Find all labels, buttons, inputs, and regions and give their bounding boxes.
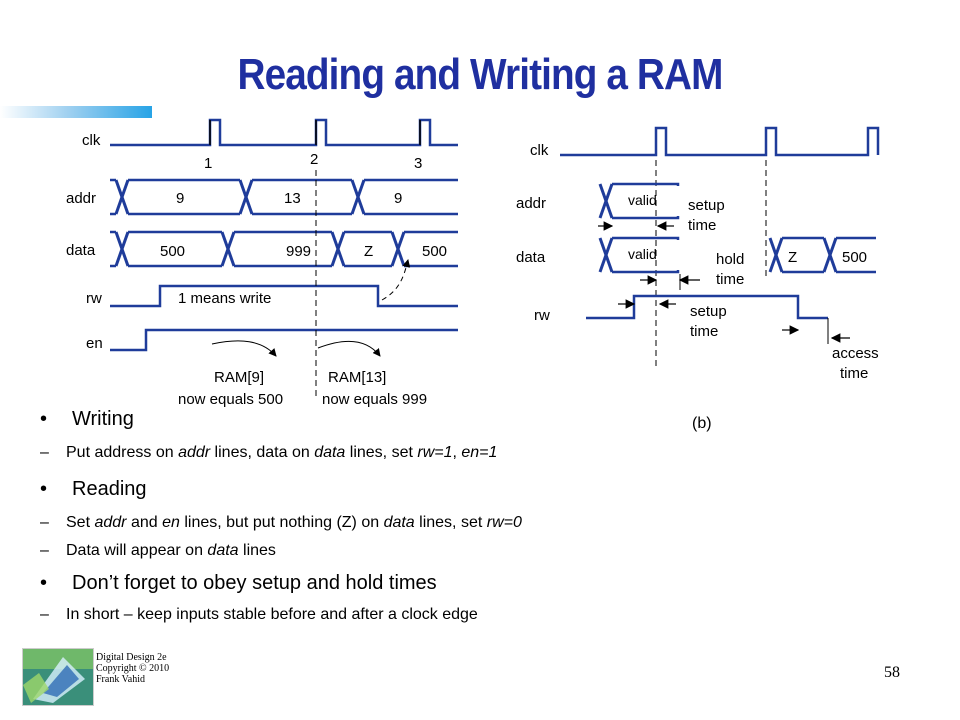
right-data-bus (612, 236, 876, 274)
text-run: lines, data on (210, 444, 315, 461)
text-run: Data will appear on (66, 542, 208, 559)
sub-bullet-text: In short – keep inputs stable before and… (66, 606, 478, 624)
left-label-rw: rw (86, 290, 102, 307)
footer-credits: Digital Design 2e Copyright © 2010 Frank… (96, 652, 169, 685)
text-run: Set (66, 514, 95, 531)
left-addr-value-1: 9 (176, 190, 184, 207)
left-data-value-1: 500 (160, 243, 185, 260)
book-cover-logo (22, 648, 94, 706)
left-rw-to-data-arrow (381, 259, 411, 301)
right-timing-diagram: clk addr data rw valid valid (516, 126, 880, 382)
right-label-data: data (516, 249, 546, 266)
text-run: lines, set (414, 514, 487, 531)
title-accent-bar (0, 106, 152, 118)
bullet-text: Reading (72, 478, 147, 500)
right-addr-crossing (598, 183, 614, 219)
italic-term: en=1 (461, 444, 498, 461)
page-number: 58 (884, 664, 900, 681)
left-edge-label-2: 2 (310, 151, 318, 168)
right-timing-arrows (598, 221, 850, 343)
left-addr-value-3: 9 (394, 190, 402, 207)
text-run: lines (238, 542, 276, 559)
right-access-time-a: access (832, 345, 879, 362)
left-addr-bus (110, 178, 458, 216)
italic-term: data (383, 514, 415, 531)
left-data-value-4: 500 (422, 243, 447, 260)
text-run: , (452, 444, 462, 461)
text-run: and (126, 514, 163, 531)
left-rw-note: 1 means write (178, 290, 271, 307)
right-setup-time-2-a: setup (690, 303, 727, 320)
left-timing-diagram: clk addr data rw en 1 2 3 9 13 9 (66, 118, 458, 408)
right-data-value-500: 500 (842, 249, 867, 266)
left-edge-label-1: 1 (204, 155, 212, 172)
right-setup-time-1-a: setup (688, 197, 725, 214)
text-run: lines, but put nothing (Z) on (179, 514, 384, 531)
italic-term: data (314, 444, 346, 461)
left-note-ram13: RAM[13] (328, 369, 386, 386)
italic-term: data (207, 542, 239, 559)
right-addr-bus (612, 182, 680, 220)
left-label-en: en (86, 335, 103, 352)
left-label-clk: clk (82, 132, 101, 149)
right-rw-waveform (586, 294, 828, 320)
left-label-addr: addr (66, 190, 96, 207)
left-data-crossings (114, 231, 406, 267)
left-data-value-2: 999 (286, 243, 311, 260)
left-rw-waveform (110, 284, 458, 308)
left-note-ram13-value: now equals 999 (322, 391, 427, 408)
left-clk-waveform (110, 118, 458, 147)
slide-title: Reading and Writing a RAM (237, 50, 724, 99)
left-edge-label-3: 3 (414, 155, 422, 172)
right-setup-time-1-b: time (688, 217, 716, 234)
footer-line-copyright: Copyright © 2010 (96, 663, 170, 674)
right-addr-value: valid (628, 192, 657, 208)
right-label-addr: addr (516, 195, 546, 212)
sub-bullet-text: Set addr and en lines, but put nothing (… (66, 514, 522, 532)
right-hold-time-a: hold (716, 251, 744, 268)
right-data-value-valid: valid (628, 246, 657, 262)
sub-bullet-text: Put address on addr lines, data on data … (66, 444, 497, 462)
italic-term: rw=1 (417, 444, 453, 461)
text-run: Put address on (66, 444, 179, 461)
text-run: In short – keep inputs stable before and… (66, 606, 478, 623)
left-data-value-3: Z (364, 243, 373, 260)
left-note-ram9: RAM[9] (214, 369, 264, 386)
left-note-ram9-value: now equals 500 (178, 391, 283, 408)
right-label-rw: rw (534, 307, 550, 324)
text-run: lines, set (345, 444, 418, 461)
left-label-data: data (66, 242, 96, 259)
footer-line-author: Frank Vahid (96, 674, 145, 685)
bullet-text: Writing (72, 408, 134, 430)
right-setup-time-2-b: time (690, 323, 718, 340)
right-access-time-b: time (840, 365, 868, 382)
left-note-arrow-1 (211, 340, 277, 357)
italic-term: rw=0 (486, 514, 522, 531)
italic-term: addr (94, 514, 127, 531)
left-en-waveform (110, 328, 458, 352)
left-note-arrow-2 (317, 340, 381, 357)
sub-bullet-text: Data will appear on data lines (66, 542, 276, 560)
right-data-value-z: Z (788, 249, 797, 266)
figure-label: (b) (692, 415, 712, 432)
right-clk-waveform (560, 126, 880, 157)
right-data-crossings (598, 237, 838, 273)
logo-graphic (23, 649, 93, 705)
footer-line-book: Digital Design 2e (96, 652, 167, 663)
left-addr-value-2: 13 (284, 190, 301, 207)
bullet-text: Don’t forget to obey setup and hold time… (72, 572, 437, 594)
italic-term: en (162, 514, 180, 531)
right-label-clk: clk (530, 142, 549, 159)
italic-term: addr (178, 444, 211, 461)
right-hold-time-b: time (716, 271, 744, 288)
left-addr-crossings (114, 179, 366, 215)
